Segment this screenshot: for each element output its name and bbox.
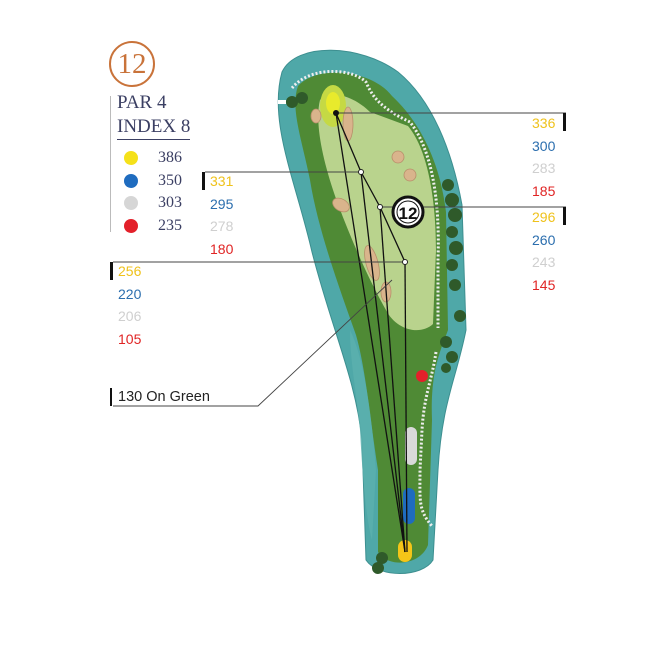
hole-marker-ring [396,200,420,224]
water-hazard-lower [350,330,376,540]
tee-yards: 386 [158,149,182,166]
white-distance: 283 [532,160,556,176]
blue-distance: 220 [118,285,142,302]
path-end [278,100,286,104]
cart-path-lower [418,351,438,527]
red-distance: 180 [210,240,234,257]
red-distance: 145 [532,276,556,293]
marker-336: 336 300 283 185 [532,112,555,202]
yellow-distance: 336 [532,115,556,131]
red-distance: 105 [118,330,142,347]
tee-row-red: 235 [124,217,182,235]
tee-box-blue [403,488,415,524]
white-distance: 206 [118,308,142,324]
red-tee-icon [124,219,138,233]
yellow-distance: 331 [210,173,234,189]
divider [110,96,111,232]
hole-number-badge: 12 [109,41,155,87]
shot-lines [335,112,408,553]
tee-yards: 303 [158,194,182,211]
marker-bars [110,113,566,406]
on-green-label: 130 On Green [118,389,210,405]
cart-path [290,70,440,328]
yellow-tee-icon [124,151,138,165]
green-center [326,92,340,114]
fairway [318,94,436,331]
index-label: INDEX 8 [117,116,191,140]
par-label: PAR 4 [117,92,167,113]
marker-331: 331 295 278 180 [210,170,233,260]
white-distance: 278 [210,218,234,234]
tee-row-blue: 350 [124,172,182,190]
yellow-distance: 296 [532,209,556,225]
hole-marker-number: 12 [399,204,418,223]
marker-296: 296 260 243 145 [532,206,555,296]
trees [286,92,466,574]
blue-distance: 300 [532,137,556,154]
blue-tee-icon [124,174,138,188]
tee-row-white: 303 [124,194,182,212]
tee-yards: 235 [158,217,182,234]
blue-distance: 295 [210,195,234,212]
tee-box-white [405,427,417,465]
marker-256: 256 220 206 105 [118,260,141,350]
tee-yards: 350 [158,172,182,189]
white-distance: 243 [532,254,556,270]
pin-icon [333,110,339,116]
yellow-distance: 256 [118,263,142,279]
reference-lines [113,112,566,407]
white-tee-icon [124,196,138,210]
red-distance: 185 [532,182,556,199]
distance-points [358,169,408,265]
tee-row-yellow: 386 [124,149,182,167]
blue-distance: 260 [532,231,556,248]
tee-box-red [416,370,428,382]
